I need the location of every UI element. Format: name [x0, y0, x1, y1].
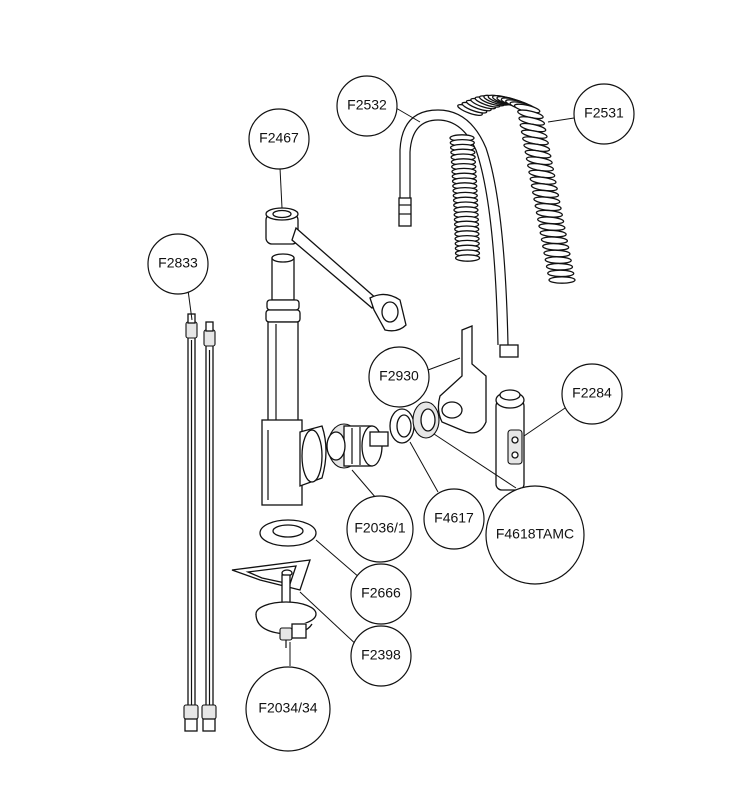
coil-turn: [545, 262, 574, 271]
callout-F2930: F2930: [368, 346, 430, 408]
callout-label-F4618TAMC: F4618TAMC: [496, 526, 574, 542]
callout-F2833: F2833: [147, 233, 209, 295]
callout-label-F2398: F2398: [361, 647, 401, 663]
callout-F2666: F2666: [350, 563, 412, 625]
coil-turn: [540, 236, 569, 245]
callout-label-F2034-34: F2034/34: [258, 700, 317, 716]
callout-F2036-1: F2036/1: [346, 495, 414, 563]
callout-label-F2930: F2930: [379, 368, 419, 384]
callout-label-F2467: F2467: [259, 130, 299, 146]
coil-turn: [547, 269, 575, 278]
callout-F4617: F4617: [423, 488, 485, 550]
callout-label-F2666: F2666: [361, 585, 401, 601]
mounting-bracket: [231, 559, 311, 591]
callout-F2398: F2398: [350, 625, 412, 687]
washer: [259, 519, 317, 547]
lever-handle: [437, 325, 487, 434]
faucet-body: [261, 253, 327, 506]
coil-turn: [544, 256, 572, 264]
callout-F2531: F2531: [573, 83, 635, 145]
callout-F2467: F2467: [248, 108, 310, 170]
retaining-rings: [389, 401, 440, 444]
callout-F4618TAMC: F4618TAMC: [485, 485, 585, 585]
callout-label-F2284: F2284: [572, 385, 612, 401]
callout-F2284: F2284: [561, 363, 623, 425]
leader-lines: [187, 107, 575, 666]
callout-label-F2036-1: F2036/1: [354, 520, 406, 536]
flexible-hoses: [183, 313, 217, 732]
callout-label-F2833: F2833: [158, 255, 198, 271]
coil-turn: [542, 242, 570, 251]
coil-spring: [449, 94, 576, 284]
coil-turn: [543, 249, 571, 258]
callout-label-F2531: F2531: [584, 105, 624, 121]
callout-F2034-34: F2034/34: [245, 666, 331, 752]
callout-label-F4617: F4617: [434, 510, 474, 526]
coil-turn: [548, 276, 576, 284]
callout-F2532: F2532: [336, 75, 398, 137]
coil-turn: [454, 254, 481, 262]
spray-head: [495, 389, 525, 491]
cartridge: [326, 423, 389, 469]
callout-label-F2532: F2532: [347, 97, 387, 113]
fixing-set: [255, 574, 317, 648]
